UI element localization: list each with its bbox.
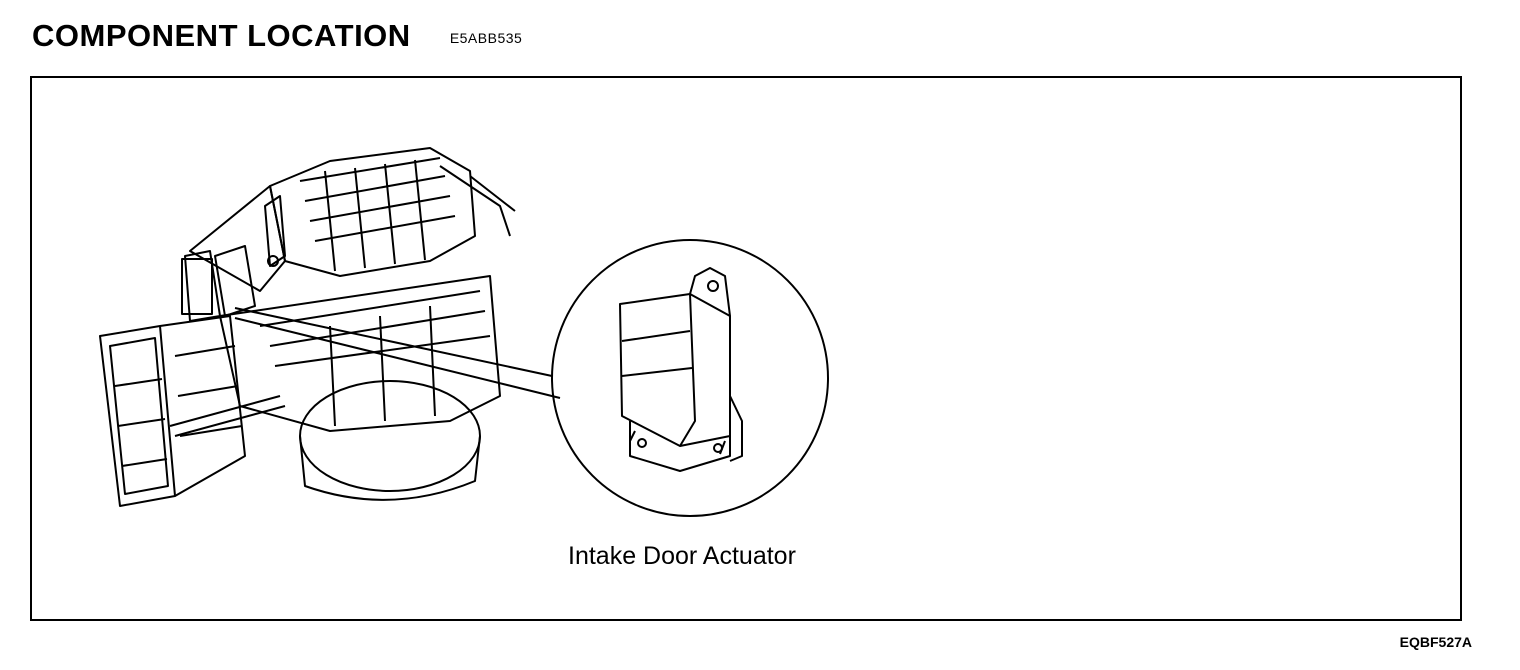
figure-frame xyxy=(30,76,1462,621)
intake-door-actuator-drawing xyxy=(619,267,743,472)
section-heading: COMPONENT LOCATION xyxy=(32,18,411,53)
callout-circle xyxy=(551,239,829,517)
leader-line xyxy=(234,307,553,377)
figure-code: EQBF527A xyxy=(1399,634,1472,650)
hvac-unit-drawing xyxy=(99,147,516,507)
document-code: E5ABB535 xyxy=(449,29,523,46)
component-illustration xyxy=(99,147,829,517)
leader-line xyxy=(234,317,561,399)
callout-label: Intake Door Actuator xyxy=(568,542,796,570)
page-title: COMPONENT LOCATION E5ABB535 xyxy=(32,18,522,54)
